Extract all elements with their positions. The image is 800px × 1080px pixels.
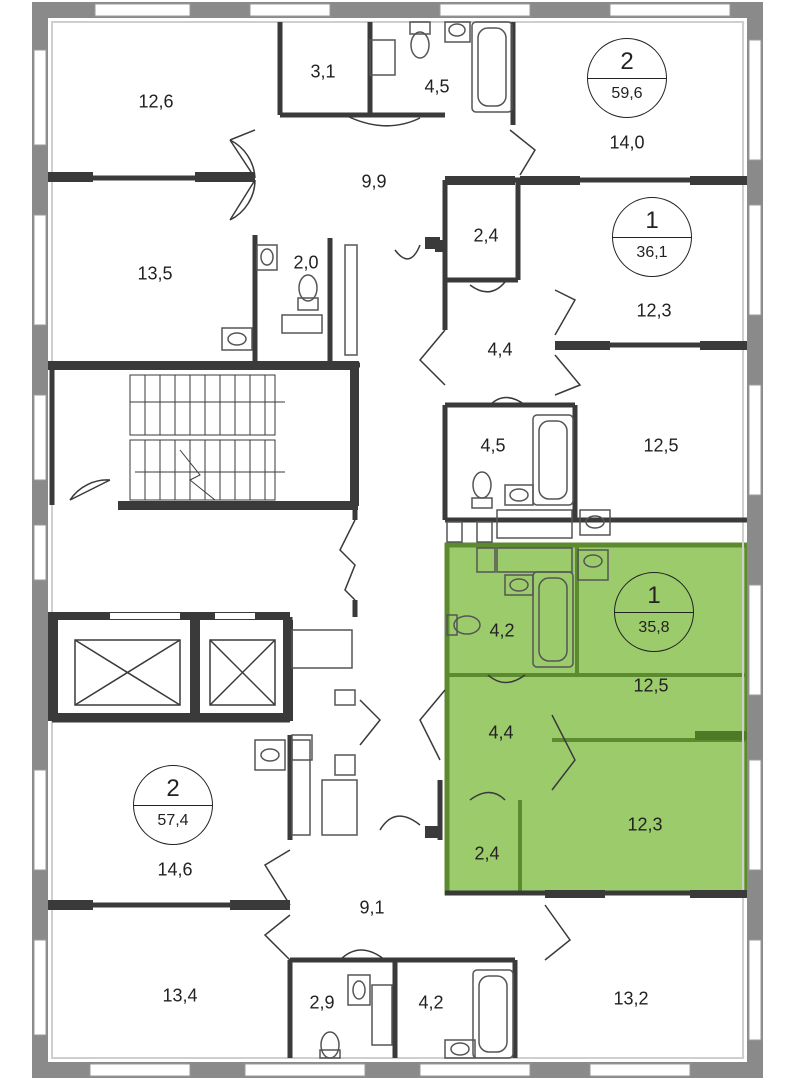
room-area: 14,0 (609, 132, 645, 153)
badge-divider (588, 78, 666, 79)
room-area: 4,5 (480, 435, 506, 456)
apartment-area: 59,6 (611, 85, 643, 102)
room-area: 13,4 (162, 985, 198, 1006)
badge-divider (613, 237, 691, 238)
room-area: 12,3 (636, 300, 672, 321)
highlighted-apartment[interactable] (444, 542, 750, 896)
badge-divider (615, 612, 693, 613)
room-area: 9,9 (361, 171, 387, 192)
apartment-badge-highlighted[interactable]: 1 35,8 (614, 572, 694, 652)
room-area: 4,4 (487, 339, 513, 360)
room-area: 13,2 (613, 988, 649, 1009)
room-area: 14,6 (157, 859, 193, 880)
apartment-rooms: 1 (647, 582, 661, 609)
apartment-rooms: 2 (620, 48, 634, 75)
room-area: 2,9 (309, 992, 335, 1013)
room-area: 13,5 (137, 263, 173, 284)
room-area: 12,6 (138, 91, 174, 112)
room-area: 9,1 (359, 897, 385, 918)
elevator-icon (74, 639, 276, 706)
room-area: 2,0 (293, 252, 319, 273)
room-area: 4,4 (488, 722, 514, 743)
badge-divider (134, 805, 212, 806)
room-area: 12,5 (633, 675, 669, 696)
apartment-area: 35,8 (638, 619, 670, 636)
room-area: 2,4 (473, 225, 499, 246)
stair-icon (129, 374, 285, 501)
room-area: 4,2 (418, 992, 444, 1013)
room-area: 4,2 (489, 620, 515, 641)
sink-icon (221, 21, 611, 1059)
windows (33, 3, 762, 1077)
apartment-badge: 2 59,6 (587, 38, 667, 118)
apartment-rooms: 2 (166, 775, 180, 802)
room-area: 2,4 (474, 843, 500, 864)
toilet-icon (297, 21, 493, 1059)
bathroom-partitions (281, 39, 573, 1046)
apartment-area: 36,1 (636, 244, 668, 261)
apartment-rooms: 1 (645, 207, 659, 234)
apartment-area: 57,4 (157, 812, 189, 829)
apartment-badge: 2 57,4 (133, 765, 213, 845)
room-area: 4,5 (424, 76, 450, 97)
door-swing-icon (69, 114, 582, 961)
room-area: 3,1 (310, 61, 336, 82)
elevator-doors (110, 613, 255, 619)
bathtub-icon (471, 21, 574, 1059)
room-area: 12,3 (627, 814, 663, 835)
room-area: 12,5 (643, 435, 679, 456)
apartment-badge: 1 36,1 (612, 197, 692, 277)
